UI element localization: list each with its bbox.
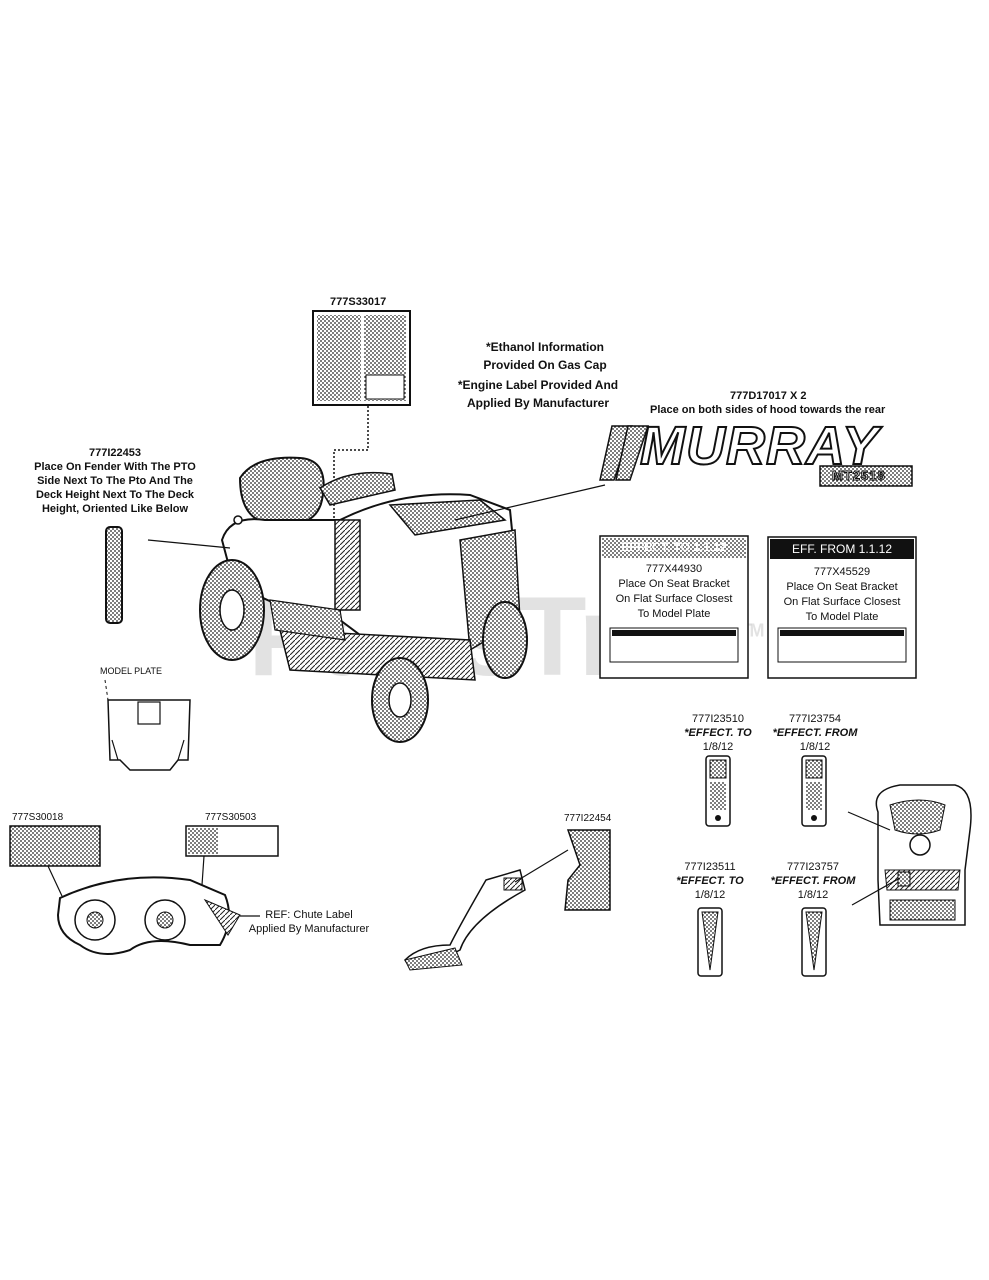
model-plate-drawing (104, 679, 191, 771)
x44930-header: EFFECT. TO 1.1.12 (621, 540, 727, 554)
decal-777i22453 (105, 526, 123, 624)
decal-777i23754 (801, 755, 827, 827)
decal-777i22454 (564, 829, 611, 911)
part-777s33017: 777S33017 (330, 296, 387, 308)
dashboard-console-drawing (875, 784, 972, 926)
murray-model-text: MT2518 (832, 468, 886, 484)
decal-777i23757 (801, 907, 827, 977)
model-plate-label: MODEL PLATE (100, 666, 163, 676)
i23757-label: 777I23757 *EFFECT. FROM 1/8/12 (770, 861, 856, 901)
decal-777i23511 (697, 907, 723, 977)
mower-deck-drawing (56, 876, 241, 955)
part-777s30018: 777S30018 (12, 812, 64, 823)
x45529-header: EFF. FROM 1.1.12 (791, 542, 893, 556)
i23511-label: 777I23511 *EFFECT. TO 1/8/12 (676, 861, 744, 901)
x45529-note: 777X45529 Place On Seat Bracket On Flat … (783, 566, 901, 623)
part-777s30503: 777S30503 (205, 812, 257, 823)
x44930-note: 777X44930 Place On Seat Bracket On Flat … (615, 563, 733, 620)
i22453-placement-note: 777I22453 Place On Fender With The PTO S… (34, 447, 196, 515)
i23754-label: 777I23754 *EFFECT. FROM 1/8/12 (772, 713, 858, 753)
fender-drawing (404, 869, 526, 971)
tractor-illustration (199, 456, 528, 743)
i23510-label: 777I23510 *EFFECT. TO 1/8/12 (684, 713, 752, 753)
murray-logo-decal (599, 425, 913, 487)
ethanol-note: *Ethanol Information Provided On Gas Cap (483, 340, 607, 372)
part-777d17017: 777D17017 X 2 (730, 390, 807, 402)
chute-label-note: REF: Chute Label Applied By Manufacturer (248, 909, 370, 935)
part-777i22454: 777I22454 (564, 813, 612, 824)
murray-logo-text: MURRAY (639, 415, 879, 477)
decal-777i23510 (705, 755, 731, 827)
engine-label-note: *Engine Label Provided And Applied By Ma… (457, 378, 619, 410)
decal-777s33017 (312, 310, 411, 406)
d17017-placement-note: Place on both sides of hood towards the … (650, 404, 886, 416)
